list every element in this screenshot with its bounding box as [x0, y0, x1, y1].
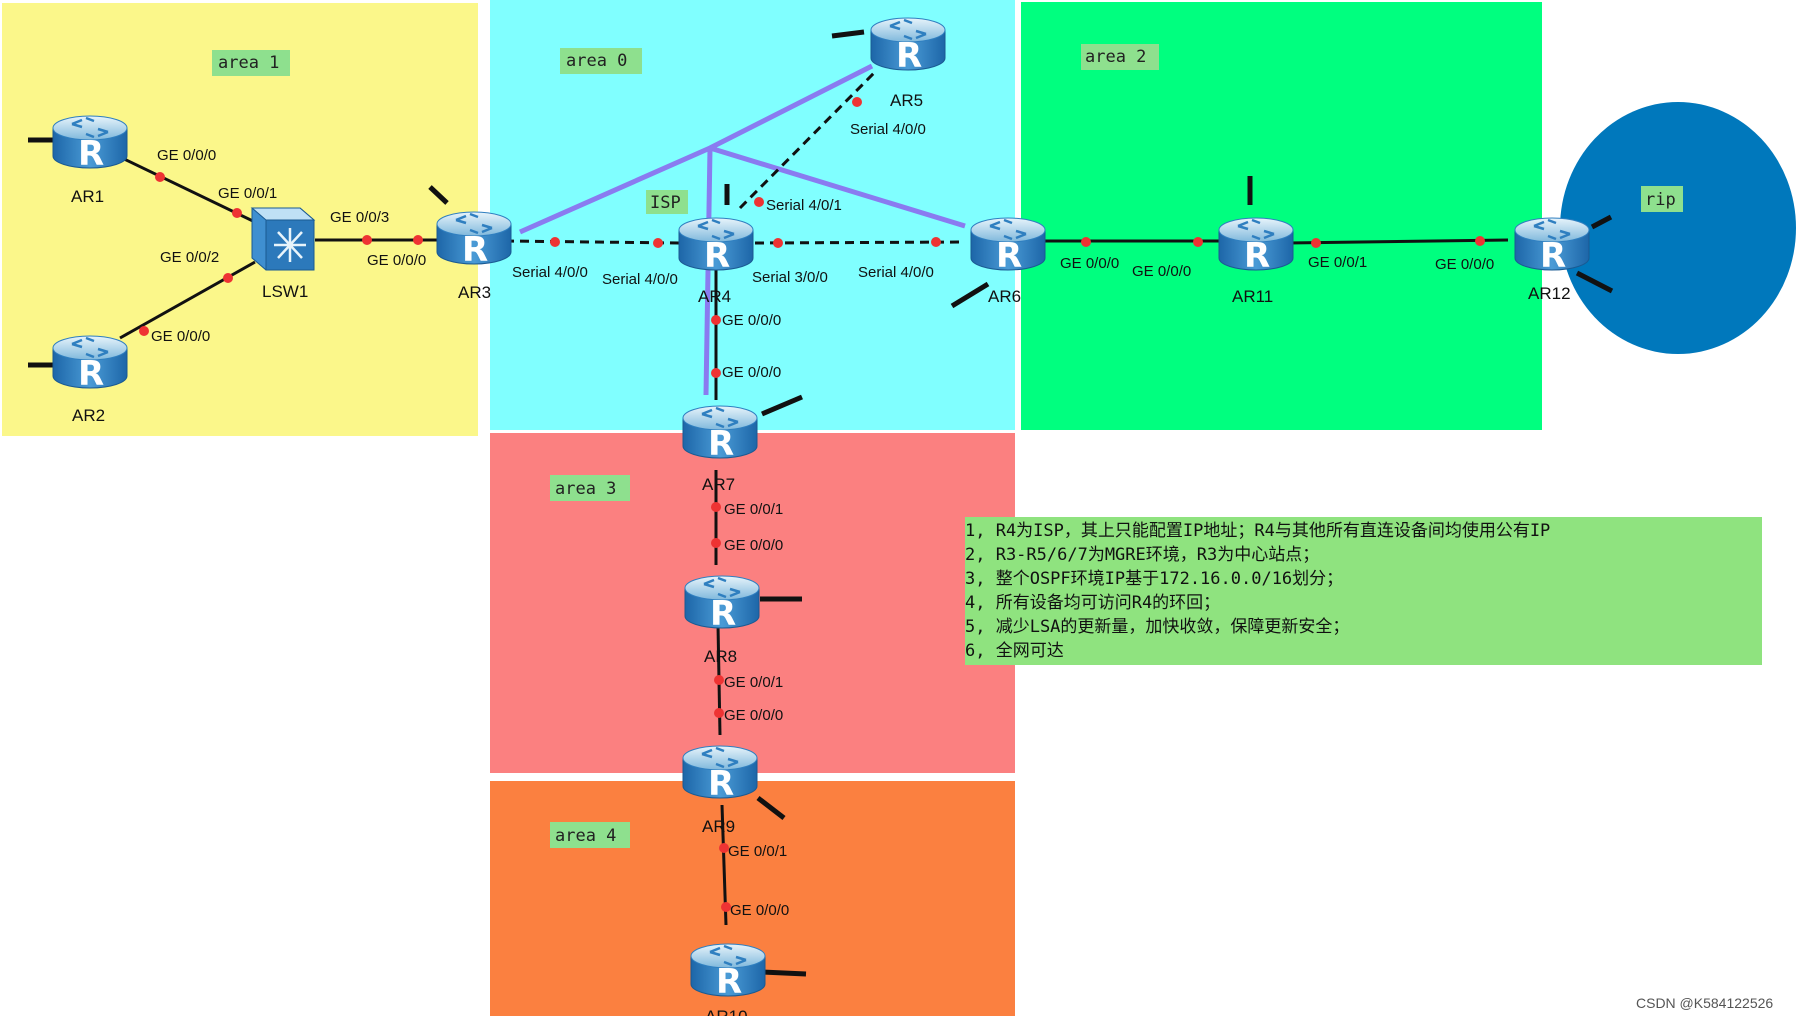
router-icon: R [716, 962, 742, 1002]
port-label: GE 0/0/0 [722, 312, 781, 329]
ar2-name: AR2 [72, 406, 105, 425]
ar10-name: AR10 [705, 1007, 748, 1016]
router-ar8[interactable]: R [683, 574, 761, 634]
port-label: GE 0/0/1 [728, 843, 787, 860]
rip-region [1560, 102, 1796, 354]
port-label: Serial 4/0/0 [850, 121, 926, 138]
router-icon: R [708, 764, 734, 804]
port-label: Serial 4/0/0 [858, 264, 934, 281]
interface-stubs [28, 29, 1614, 977]
router-ar7[interactable]: R [681, 404, 759, 464]
area4-label: area 4 [555, 826, 616, 846]
lsw1-name: LSW1 [262, 282, 308, 301]
router-ar10[interactable]: R [689, 942, 767, 1002]
router-ar1[interactable]: R [51, 114, 129, 174]
ar4-name: AR4 [698, 287, 731, 306]
router-ar9[interactable]: R [681, 744, 759, 804]
requirement-item: 1, R4为ISP，其上只能配置IP地址；R4与其他所有直连设备间均使用公有IP [965, 521, 1551, 541]
router-ar4[interactable]: R [677, 216, 755, 276]
port-label: GE 0/0/0 [722, 364, 781, 381]
port-label: Serial 4/0/0 [602, 271, 678, 288]
router-icon: R [996, 236, 1022, 276]
ar7-name: AR7 [702, 475, 735, 494]
port-label: GE 0/0/0 [1435, 256, 1494, 273]
port-label: GE 0/0/0 [730, 902, 789, 919]
ar1-name: AR1 [71, 187, 104, 206]
ar6-name: AR6 [988, 287, 1021, 306]
router-icon: R [462, 230, 488, 270]
port-label: GE 0/0/0 [1132, 263, 1191, 280]
mgre-tunnel-lines [518, 63, 966, 396]
router-ar5[interactable]: R [869, 16, 947, 76]
router-icon: R [1540, 236, 1566, 276]
switch-icon [274, 228, 306, 262]
port-label: GE 0/0/0 [157, 147, 216, 164]
router-icon: R [896, 36, 922, 76]
port-label: GE 0/0/1 [724, 501, 783, 518]
requirements-box: 1, R4为ISP，其上只能配置IP地址；R4与其他所有直连设备间均使用公有IP… [965, 517, 1762, 665]
serial-links [504, 70, 966, 245]
requirement-item: 5, 减少LSA的更新量，加快收敛，保障更新安全； [965, 617, 1350, 637]
port-label: GE 0/0/1 [218, 185, 277, 202]
requirement-item: 3, 整个OSPF环境IP基于172.16.0.0/16划分； [965, 569, 1344, 589]
lsw1-switch[interactable] [250, 207, 316, 271]
router-ar3[interactable]: R [435, 210, 513, 270]
requirement-item: 4, 所有设备均可访问R4的环回； [965, 593, 1221, 613]
router-icon: R [1244, 236, 1270, 276]
router-icon: R [704, 236, 730, 276]
router-ar2[interactable]: R [51, 334, 129, 394]
router-ar11[interactable]: R [1217, 216, 1295, 276]
requirement-item: 2, R3-R5/6/7为MGRE环境，R3为中心站点； [965, 545, 1320, 565]
router-ar12[interactable]: R [1513, 216, 1591, 276]
watermark: CSDN @K584122526 [1636, 995, 1774, 1011]
router-icon: R [78, 134, 104, 174]
area3-label: area 3 [555, 479, 616, 499]
router-ar6[interactable]: R [969, 216, 1047, 276]
port-label: Serial 3/0/0 [752, 269, 828, 286]
rip-label: rip [1645, 190, 1676, 210]
ar9-name: AR9 [702, 817, 735, 836]
area2-region [1021, 2, 1542, 430]
port-label: GE 0/0/1 [1308, 254, 1367, 271]
ar5-name: AR5 [890, 91, 923, 110]
port-label: GE 0/0/1 [724, 674, 783, 691]
area1-label: area 1 [218, 53, 279, 73]
port-label: GE 0/0/0 [724, 707, 783, 724]
ar8-name: AR8 [704, 647, 737, 666]
router-icon: R [710, 594, 736, 634]
requirement-item: 6, 全网可达 [965, 641, 1064, 661]
ar3-name: AR3 [458, 283, 491, 302]
port-label: GE 0/0/0 [724, 537, 783, 554]
port-label: GE 0/0/0 [151, 328, 210, 345]
ar11-name: AR11 [1232, 287, 1273, 306]
area0-label: area 0 [566, 51, 627, 71]
port-dots [139, 97, 1485, 912]
port-label: GE 0/0/0 [1060, 255, 1119, 272]
ar12-name: AR12 [1528, 284, 1571, 303]
port-label: Serial 4/0/1 [766, 197, 842, 214]
router-icon: R [708, 424, 734, 464]
port-label: GE 0/0/2 [160, 249, 219, 266]
isp-label: ISP [650, 193, 681, 213]
port-label: GE 0/0/3 [330, 209, 389, 226]
port-label: Serial 4/0/0 [512, 264, 588, 281]
port-label: GE 0/0/0 [367, 252, 426, 269]
area2-label: area 2 [1085, 47, 1146, 67]
router-icon: R [78, 354, 104, 394]
